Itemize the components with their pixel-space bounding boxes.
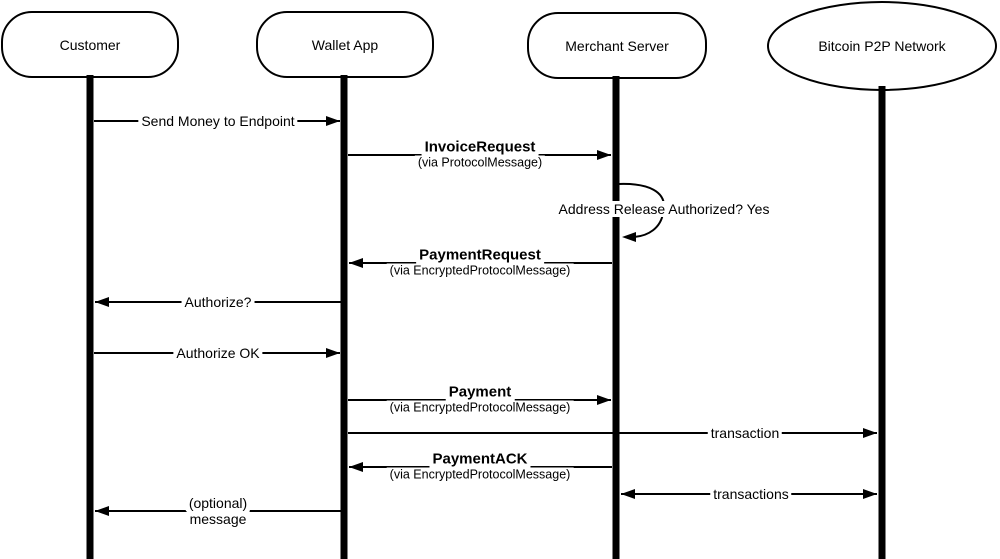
message-authorize-label: Authorize? [181,294,255,310]
message-payment-arrowhead [597,395,611,405]
message-transactions-arrowhead-start [621,489,635,499]
actor-merchant-server-label: Merchant Server [565,37,669,54]
message-transaction-label: transaction [707,425,783,441]
message-payment-ack-arrowhead [349,462,363,472]
message-transactions-arrowhead [863,489,877,499]
actor-customer-label: Customer [59,36,121,53]
message-optional-message-arrowhead [95,506,109,516]
message-transactions-label: transactions [710,486,792,502]
message-invoice-request-sublabel: (via ProtocolMessage) [414,155,546,171]
message-payment-label: Payment [445,383,515,401]
message-invoice-request-label: InvoiceRequest [421,138,539,156]
message-payment-ack-label: PaymentACK [429,450,531,468]
self-message-address-release-authorized-arrowhead [622,232,636,242]
message-transaction-arrowhead [863,428,877,438]
message-payment-request-label: PaymentRequest [416,246,544,264]
message-optional-message-label: (optional) [185,495,251,511]
message-optional-message-sublabel: message [186,511,250,527]
message-payment-sublabel: (via EncryptedProtocolMessage) [386,400,574,416]
message-authorize-arrowhead [95,297,109,307]
actor-bitcoin-p2p-network-label: Bitcoin P2P Network [818,38,946,54]
message-send-money-to-endpoint-label: Send Money to Endpoint [138,113,298,129]
message-invoice-request-arrowhead [597,150,611,160]
message-authorize-ok-arrowhead [326,348,340,358]
actor-wallet-app-label: Wallet App [311,36,379,53]
message-payment-request-arrowhead [349,258,363,268]
message-send-money-to-endpoint-arrowhead [326,116,340,126]
self-message-address-release-authorized-label: Address Release Authorized? Yes [555,201,773,217]
message-payment-ack-sublabel: (via EncryptedProtocolMessage) [386,467,574,483]
message-payment-request-sublabel: (via EncryptedProtocolMessage) [386,263,574,279]
message-authorize-ok-label: Authorize OK [173,345,263,361]
